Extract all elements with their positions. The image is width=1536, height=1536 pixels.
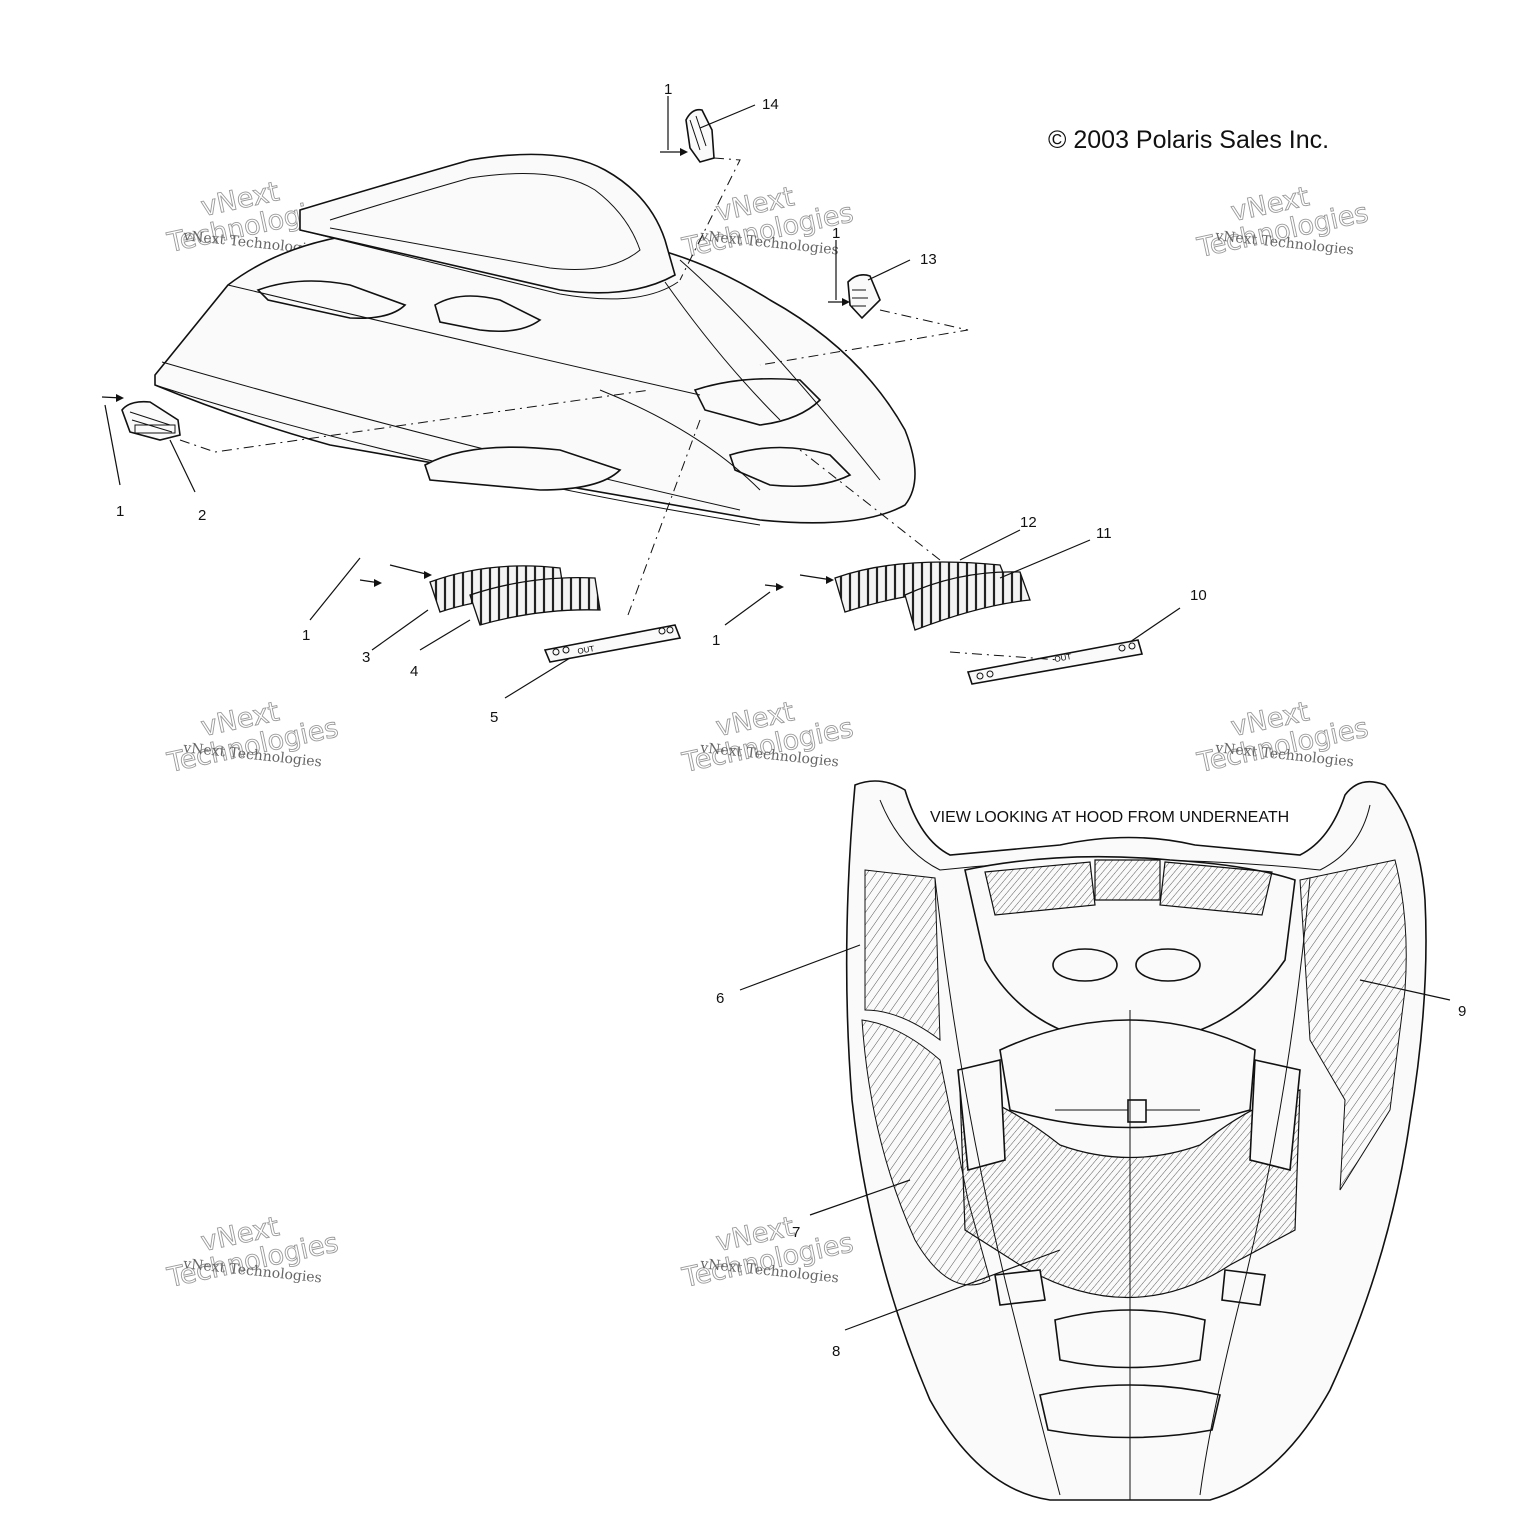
view-caption: VIEW LOOKING AT HOOD FROM UNDERNEATH bbox=[930, 809, 1289, 826]
nose-duct bbox=[434, 295, 542, 333]
headlight-lens-right bbox=[1159, 861, 1273, 916]
side-intake-left bbox=[957, 1058, 1006, 1172]
part-13-vent[interactable] bbox=[759, 240, 969, 366]
side-vent-opening bbox=[256, 280, 407, 320]
hood-ridge bbox=[227, 284, 701, 396]
trim-strip-5[interactable]: OUT bbox=[504, 419, 701, 699]
light-opening-right bbox=[1135, 948, 1201, 982]
insulation-panel-6 bbox=[864, 869, 941, 1042]
part-2-vent[interactable] bbox=[101, 389, 651, 493]
grille-set-right[interactable] bbox=[724, 449, 1091, 631]
callout-13: 13 bbox=[920, 251, 937, 268]
strip-label: OUT bbox=[577, 644, 595, 656]
trim-strip-10[interactable]: OUT bbox=[949, 607, 1181, 685]
callout-14: 14 bbox=[762, 96, 779, 113]
headlight-lens-center bbox=[1094, 859, 1161, 901]
grille-4 bbox=[469, 576, 601, 626]
hood-side-line bbox=[161, 361, 741, 511]
hood-ridge bbox=[679, 259, 881, 481]
lower-vent-left bbox=[424, 446, 622, 491]
callout-1: 1 bbox=[116, 503, 124, 520]
insulation-panel-9 bbox=[1299, 859, 1407, 1191]
windshield-inner bbox=[329, 173, 641, 271]
callout-12: 12 bbox=[1020, 514, 1037, 531]
callout-4: 4 bbox=[410, 663, 418, 680]
windshield bbox=[299, 153, 676, 294]
side-intake-right bbox=[1249, 1059, 1301, 1172]
strip-label: OUT bbox=[1054, 652, 1072, 664]
hood-assembly bbox=[154, 153, 916, 526]
hood-underside-view: VIEW LOOKING AT HOOD FROM UNDERNEATH bbox=[739, 780, 1451, 1501]
dash-mount bbox=[1127, 1099, 1147, 1123]
callout-3: 3 bbox=[362, 649, 370, 666]
callout-11: 11 bbox=[1096, 525, 1112, 542]
callout-7: 7 bbox=[792, 1224, 800, 1241]
grille-11 bbox=[904, 571, 1031, 631]
hood-ridge bbox=[599, 389, 761, 491]
part-14-vent[interactable] bbox=[660, 96, 756, 281]
headlight-lens-left bbox=[984, 861, 1096, 916]
callout-6: 6 bbox=[716, 990, 724, 1007]
callout-2: 2 bbox=[198, 507, 206, 524]
callout-10: 10 bbox=[1190, 587, 1207, 604]
hood-ridge bbox=[664, 281, 781, 421]
callout-5: 5 bbox=[490, 709, 498, 726]
hood-scoop bbox=[693, 377, 822, 426]
lower-vent-right bbox=[728, 446, 852, 488]
callout-1: 1 bbox=[302, 627, 310, 644]
callout-1: 1 bbox=[832, 225, 840, 242]
callout-8: 8 bbox=[832, 1343, 840, 1360]
copyright-notice: © 2003 Polaris Sales Inc. bbox=[1048, 126, 1329, 154]
callout-labels: 1 14 1 13 1 2 1 3 4 5 1 12 11 10 6 7 8 9 bbox=[116, 81, 1466, 1360]
grille-set-left[interactable] bbox=[309, 557, 601, 651]
callout-1: 1 bbox=[664, 81, 672, 98]
lower-vent-slot-3 bbox=[994, 1269, 1046, 1306]
windshield-trim bbox=[299, 229, 679, 300]
hood-rib bbox=[934, 877, 1061, 1496]
callout-9: 9 bbox=[1458, 1003, 1466, 1020]
dash-arch bbox=[999, 1019, 1256, 1129]
light-opening-left bbox=[1052, 948, 1118, 982]
hood-rib bbox=[1199, 877, 1311, 1496]
insulation-panel-7 bbox=[861, 1019, 991, 1286]
callout-1: 1 bbox=[712, 632, 720, 649]
